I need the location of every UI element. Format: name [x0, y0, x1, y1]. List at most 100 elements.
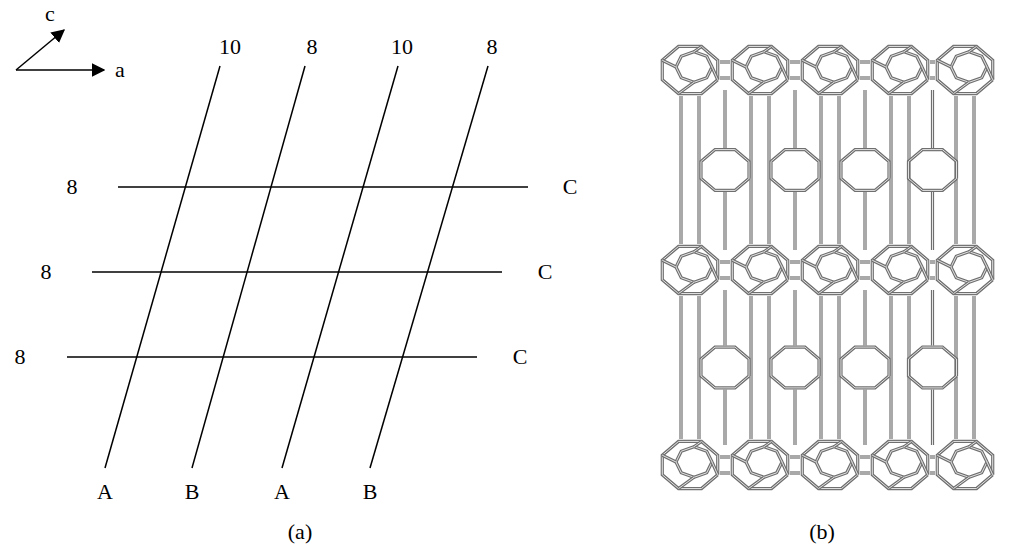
- framework-bond: [908, 347, 956, 388]
- framework-bond: [662, 46, 717, 93]
- framework-bond: [937, 246, 992, 293]
- framework-bond: [889, 282, 904, 293]
- framework-bond: [720, 60, 730, 63]
- framework-bond: [954, 282, 969, 293]
- framework-bond: [725, 290, 726, 346]
- framework-bond: [662, 441, 717, 488]
- framework-bond: [802, 246, 857, 293]
- framework-bond: [891, 296, 892, 439]
- framework-bond: [802, 260, 816, 267]
- framework-bond: [834, 246, 841, 251]
- framework-bond: [782, 462, 788, 475]
- framework-bond: [886, 447, 922, 478]
- framework-bond: [749, 82, 764, 93]
- zeolite-framework: [662, 46, 992, 488]
- framework-bond: [930, 457, 935, 458]
- framework-bond: [816, 252, 852, 283]
- framework-bond: [860, 262, 870, 263]
- framework-bond: [802, 46, 857, 93]
- framework-bond: [746, 252, 782, 283]
- framework-bond: [904, 441, 911, 446]
- framework-bond: [865, 290, 866, 346]
- framework-bond: [930, 276, 935, 279]
- framework-bond: [937, 441, 992, 488]
- framework-bond: [987, 267, 993, 280]
- framework-bond: [930, 471, 935, 474]
- framework-bond: [816, 252, 852, 283]
- axis-arrows: [16, 30, 104, 70]
- framework-bond: [676, 52, 712, 83]
- framework-bond: [746, 447, 782, 478]
- framework-bond: [922, 67, 928, 80]
- framework-bond: [872, 60, 886, 67]
- framework-bond: [951, 447, 987, 478]
- channel-line: [282, 66, 398, 468]
- framework-bond: [937, 60, 951, 67]
- framework-bond: [904, 46, 911, 51]
- channel-grid: [67, 66, 528, 468]
- framework-bond: [720, 473, 730, 474]
- framework-bond: [732, 455, 746, 462]
- framework-bond: [860, 60, 870, 63]
- framework-bond: [720, 455, 730, 458]
- framework-bond: [732, 441, 787, 488]
- framework-bond: [852, 462, 858, 475]
- framework-bond: [852, 462, 858, 475]
- framework-bond: [802, 455, 816, 462]
- layer-line: [67, 356, 477, 358]
- framework-bond: [802, 441, 857, 488]
- layer-label: A: [97, 481, 113, 503]
- framework-bond: [732, 441, 787, 488]
- framework-bond: [931, 192, 934, 250]
- framework-bond: [819, 82, 834, 93]
- framework-bond: [863, 290, 866, 346]
- framework-bond: [662, 455, 676, 462]
- framework-bond: [932, 90, 933, 148]
- framework-bond: [872, 46, 927, 93]
- ring-size: 8: [41, 261, 52, 283]
- framework-bond: [782, 267, 788, 280]
- framework-bond: [821, 296, 822, 439]
- framework-bond: [922, 462, 928, 475]
- framework-bond: [872, 455, 886, 462]
- framework-bond: [720, 62, 730, 63]
- framework-bond: [889, 282, 904, 293]
- framework-bond: [751, 296, 752, 439]
- framework-bond: [679, 477, 694, 488]
- framework-bond: [922, 67, 928, 80]
- framework-bond: [937, 246, 992, 293]
- framework-bond: [841, 150, 889, 191]
- framework-bond: [790, 62, 800, 63]
- framework-bond: [816, 447, 852, 478]
- framework-bond: [908, 347, 956, 388]
- framework-bond: [852, 67, 858, 80]
- framework-bond: [852, 267, 858, 280]
- framework-bond: [932, 192, 933, 250]
- framework-bond: [790, 76, 800, 79]
- framework-bond: [860, 455, 870, 458]
- framework-bond: [951, 447, 987, 478]
- layer-label: C: [563, 176, 578, 198]
- framework-bond: [802, 60, 816, 67]
- framework-bond: [771, 347, 819, 388]
- framework-bond: [908, 150, 956, 191]
- framework-bond: [937, 455, 951, 462]
- framework-bond: [889, 82, 904, 93]
- framework-bond: [782, 67, 788, 80]
- framework-bond: [904, 441, 911, 446]
- framework-bond: [987, 462, 993, 475]
- framework-bond: [816, 447, 852, 478]
- framework-bond: [872, 260, 886, 267]
- framework-bond: [904, 246, 911, 251]
- framework-bond: [694, 441, 701, 446]
- framework-bond: [771, 150, 819, 191]
- framework-bond: [863, 192, 866, 250]
- framework-bond: [720, 471, 730, 474]
- channel-line: [192, 66, 305, 468]
- framework-bond: [819, 477, 834, 488]
- ring-size: 8: [307, 36, 318, 58]
- framework-bond: [694, 46, 701, 51]
- framework-bond: [746, 52, 782, 83]
- framework-bond: [712, 462, 718, 475]
